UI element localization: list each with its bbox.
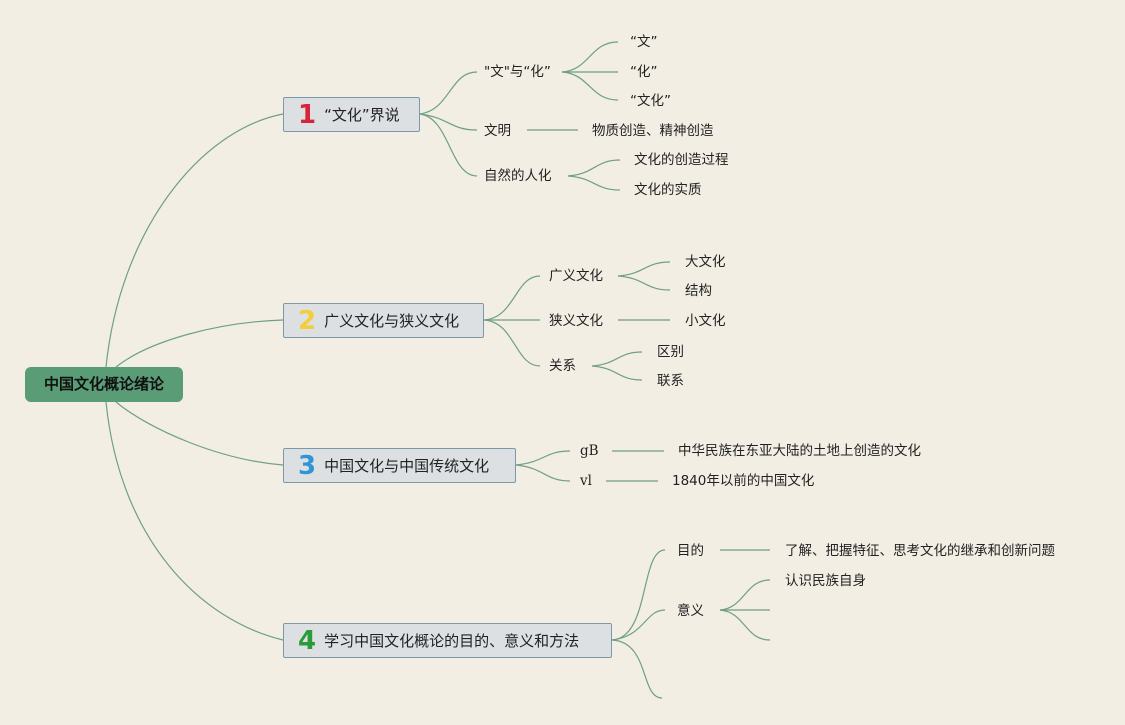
topic-guangyi[interactable]: 广义文化 (549, 268, 603, 284)
topic-jiegou[interactable]: 结构 (685, 283, 712, 299)
link-root-b3 (115, 401, 284, 466)
link-root-b2 (115, 319, 284, 368)
link-root-b4 (105, 401, 284, 641)
topic-1840[interactable]: 1840年以前的中国文化 (672, 473, 815, 489)
topic-chuangzao-guocheng[interactable]: 文化的创造过程 (634, 152, 729, 168)
topic-renshi-minzu[interactable]: 认识民族自身 (785, 573, 866, 589)
topic-shizhi[interactable]: 文化的实质 (634, 182, 702, 198)
topic-hua[interactable]: “化” (630, 64, 658, 80)
root-node[interactable]: 中国文化概论绪论 (25, 367, 183, 402)
branch-2[interactable]: 2 广义文化与狭义文化 (283, 303, 484, 338)
topic-gb[interactable]: gB (580, 443, 599, 459)
branch-1[interactable]: 1 “文化”界说 (283, 97, 420, 132)
branch-label: 中国文化与中国传统文化 (324, 457, 490, 475)
topic-wenhua[interactable]: “文化” (630, 93, 671, 109)
topic-wuzhi-jingshen[interactable]: 物质创造、精神创造 (592, 123, 714, 139)
topic-guanxi[interactable]: 关系 (549, 358, 576, 374)
topic-lianxi[interactable]: 联系 (657, 373, 684, 389)
branch-number: 2 (298, 305, 317, 336)
topic-zhonghua-minzu[interactable]: 中华民族在东亚大陆的土地上创造的文化 (678, 443, 921, 459)
link-root-b1 (105, 113, 284, 368)
branch-number: 4 (298, 625, 317, 656)
topic-qubie[interactable]: 区别 (657, 344, 684, 360)
topic-vl[interactable]: vl (580, 473, 592, 489)
branch-4[interactable]: 4 学习中国文化概论的目的、意义和方法 (283, 623, 612, 658)
topic-wen-yu-hua[interactable]: "文"与“化” (484, 64, 551, 80)
topic-dawenhua[interactable]: 大文化 (685, 254, 726, 270)
topic-liaojie[interactable]: 了解、把握特征、思考文化的继承和创新问题 (785, 543, 1055, 559)
branch-number: 3 (298, 450, 317, 481)
topic-yiyi[interactable]: 意义 (677, 603, 704, 619)
branch-number: 1 (298, 99, 317, 130)
branch-3[interactable]: 3 中国文化与中国传统文化 (283, 448, 516, 483)
topic-mudi[interactable]: 目的 (677, 543, 704, 559)
topic-ziran-renhua[interactable]: 自然的人化 (484, 168, 552, 184)
topic-xiayi[interactable]: 狭义文化 (549, 313, 603, 329)
branch-label: 学习中国文化概论的目的、意义和方法 (324, 632, 580, 650)
branch-label: 广义文化与狭义文化 (324, 312, 460, 330)
topic-xiaowenhua[interactable]: 小文化 (685, 313, 726, 329)
topic-wenming[interactable]: 文明 (484, 123, 511, 139)
topic-wen[interactable]: “文” (630, 34, 658, 50)
branch-label: “文化”界说 (324, 106, 400, 124)
